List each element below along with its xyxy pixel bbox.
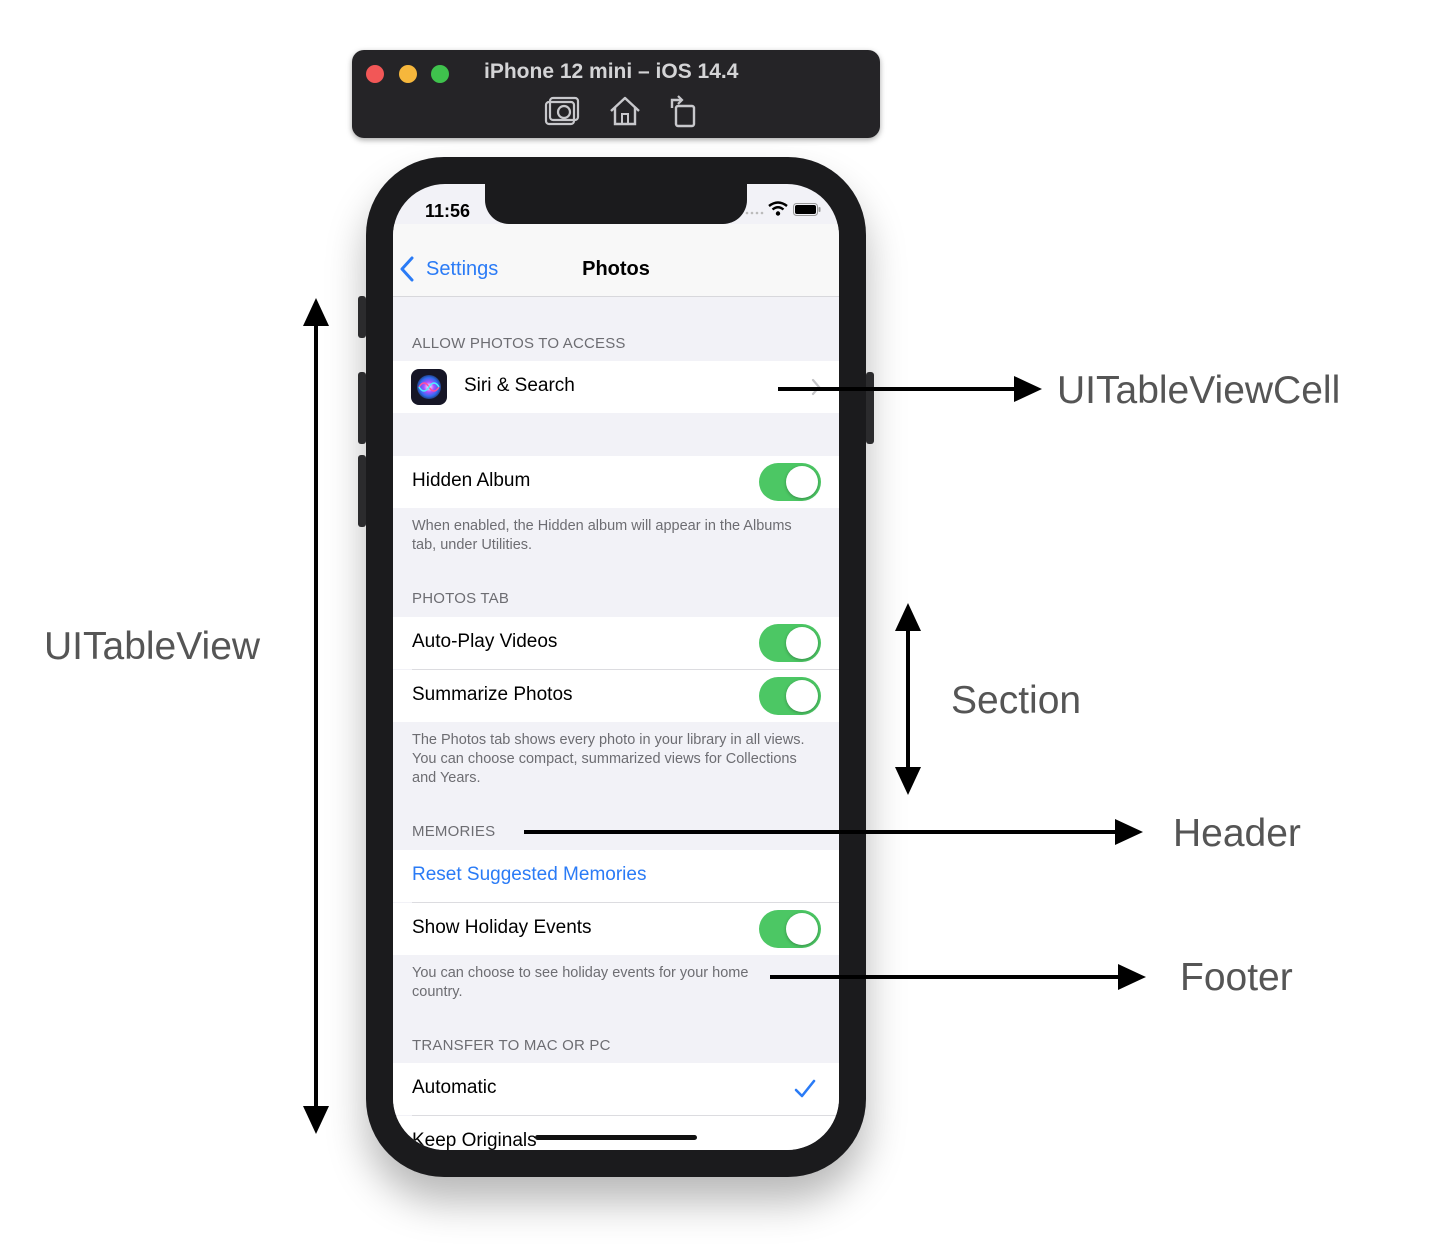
siri-search-label: Siri & Search (464, 375, 575, 396)
toggle-knob (786, 913, 818, 945)
home-indicator (535, 1135, 697, 1140)
wifi-icon (768, 201, 788, 222)
status-time: 11:56 (425, 201, 471, 221)
section-header-access: ALLOW PHOTOS TO ACCESS (412, 335, 626, 352)
phone-screen: 11:56 Settings Photos ALLOW PHOTOS TO AC… (393, 184, 839, 1150)
section-header-memories: MEMORIES (412, 823, 496, 840)
annotation-section: Section (951, 679, 1082, 722)
rotate-icon[interactable] (668, 94, 698, 133)
siri-icon (411, 369, 447, 410)
annotation-footer: Footer (1180, 956, 1293, 999)
window-title: iPhone 12 mini – iOS 14.4 (484, 60, 739, 83)
home-icon[interactable] (608, 94, 642, 133)
section-footer-photos-tab: The Photos tab shows every photo in your… (412, 732, 805, 786)
back-button-label: Settings (426, 257, 499, 280)
screenshot-icon[interactable] (544, 94, 580, 133)
annotation-header: Header (1173, 812, 1301, 855)
battery-icon (793, 203, 821, 221)
hidden-album-toggle[interactable] (759, 463, 821, 501)
holiday-events-label: Show Holiday Events (412, 917, 592, 938)
cell-separator (412, 669, 839, 670)
notch (485, 184, 747, 224)
annotation-tableview: UITableView (44, 625, 261, 668)
autoplay-videos-label: Auto-Play Videos (412, 631, 558, 652)
back-button[interactable]: Settings (399, 254, 498, 284)
volume-down-button (358, 455, 366, 527)
section-header-transfer: TRANSFER TO MAC OR PC (412, 1037, 611, 1054)
signal-icon (745, 203, 767, 221)
zoom-window-button[interactable] (431, 65, 449, 83)
summarize-photos-toggle[interactable] (759, 677, 821, 715)
reset-memories-label: Reset Suggested Memories (412, 864, 647, 885)
toggle-knob (786, 680, 818, 712)
summarize-photos-cell: Summarize Photos (393, 670, 839, 722)
volume-up-button (358, 372, 366, 444)
automatic-cell[interactable]: Automatic (393, 1063, 839, 1115)
checkmark-icon (794, 1079, 816, 1104)
automatic-label: Automatic (412, 1077, 497, 1098)
section-footer-hidden: When enabled, the Hidden album will appe… (412, 518, 792, 553)
minimize-window-button[interactable] (399, 65, 417, 83)
simulator-titlebar: iPhone 12 mini – iOS 14.4 (352, 50, 880, 138)
hidden-album-label: Hidden Album (412, 470, 531, 491)
hidden-album-cell: Hidden Album (393, 456, 839, 508)
toggle-knob (786, 466, 818, 498)
holiday-events-toggle[interactable] (759, 910, 821, 948)
reset-memories-cell[interactable]: Reset Suggested Memories (393, 850, 839, 902)
autoplay-videos-cell: Auto-Play Videos (393, 617, 839, 669)
navigation-bar: Settings Photos (393, 224, 839, 297)
siri-search-cell[interactable]: Siri & Search (393, 361, 839, 413)
toggle-knob (786, 627, 818, 659)
page-title: Photos (582, 258, 650, 280)
close-window-button[interactable] (366, 65, 384, 83)
annotation-cell: UITableViewCell (1057, 369, 1341, 412)
keep-originals-cell[interactable]: Keep Originals (393, 1116, 839, 1150)
summarize-photos-label: Summarize Photos (412, 684, 573, 705)
cell-separator (412, 902, 839, 903)
holiday-events-cell: Show Holiday Events (393, 903, 839, 955)
cell-separator (412, 1115, 839, 1116)
chevron-left-icon (400, 256, 414, 282)
power-button (866, 372, 874, 444)
keep-originals-label: Keep Originals (412, 1130, 537, 1150)
section-header-photos-tab: PHOTOS TAB (412, 590, 510, 607)
autoplay-videos-toggle[interactable] (759, 624, 821, 662)
section-footer-memories: You can choose to see holiday events for… (412, 965, 749, 1000)
mute-switch (358, 296, 366, 338)
